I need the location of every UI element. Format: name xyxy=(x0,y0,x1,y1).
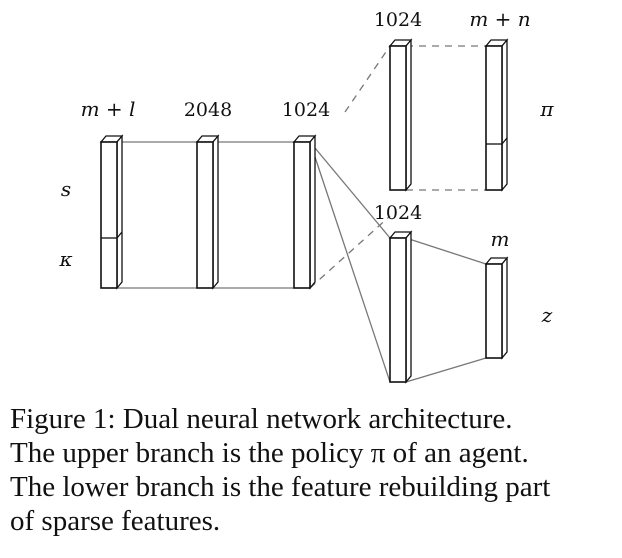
hidden1-size-label: 2048 xyxy=(184,99,232,121)
input-layer-divider-side xyxy=(116,231,123,239)
lower-hidden-size-label: 1024 xyxy=(374,202,422,224)
conn-lower-output-bottom xyxy=(405,357,487,383)
upper-hidden-layer xyxy=(388,38,413,192)
upper-output-layer-front xyxy=(485,45,503,191)
upper-output-layer xyxy=(484,38,509,192)
lower-hidden-layer-front xyxy=(389,237,407,383)
lower-output-layer xyxy=(484,256,509,360)
input-size-label: m + l xyxy=(81,97,136,121)
conn-hidden2-lower-bottom xyxy=(309,141,391,383)
upper-hidden-size-label: 1024 xyxy=(374,9,422,31)
caption-line: Figure 1: Dual neural network architectu… xyxy=(10,403,513,435)
upper-output-divider-side xyxy=(501,137,508,145)
lower-hidden-layer xyxy=(388,230,413,384)
input-segment-kappa-label: κ xyxy=(58,247,72,271)
dash-hidden2-lower xyxy=(309,215,391,289)
hidden1-layer xyxy=(195,134,220,290)
feature-output-label: z xyxy=(541,303,553,327)
dash-hidden2-upper xyxy=(344,45,391,113)
upper-hidden-layer-front xyxy=(389,45,407,191)
caption-line: of sparse features. xyxy=(10,505,221,537)
policy-output-label: π xyxy=(539,97,554,121)
connections xyxy=(118,45,487,383)
upper-output-size-label: m + n xyxy=(469,7,530,31)
caption-line: The upper branch is the policy π of an a… xyxy=(10,437,529,469)
hidden2-layer xyxy=(292,134,317,290)
input-layer-front xyxy=(100,141,118,289)
input-layer xyxy=(99,134,124,290)
lower-output-layer-front xyxy=(485,263,503,359)
conn-lower-output-top xyxy=(405,237,487,265)
hidden2-size-label: 1024 xyxy=(282,99,330,121)
conn-hidden2-lower-top xyxy=(309,141,391,239)
lower-output-size-label: m xyxy=(491,227,510,251)
caption-line: The lower branch is the feature rebuildi… xyxy=(10,471,551,503)
figure-caption: Figure 1: Dual neural network architectu… xyxy=(10,402,616,538)
hidden2-layer-front xyxy=(293,141,311,289)
hidden1-layer-front xyxy=(196,141,214,289)
input-segment-s-label: s xyxy=(61,177,71,201)
architecture-diagram: m + l 2048 1024 1024 m + n 1024 m s κ π … xyxy=(58,7,554,384)
